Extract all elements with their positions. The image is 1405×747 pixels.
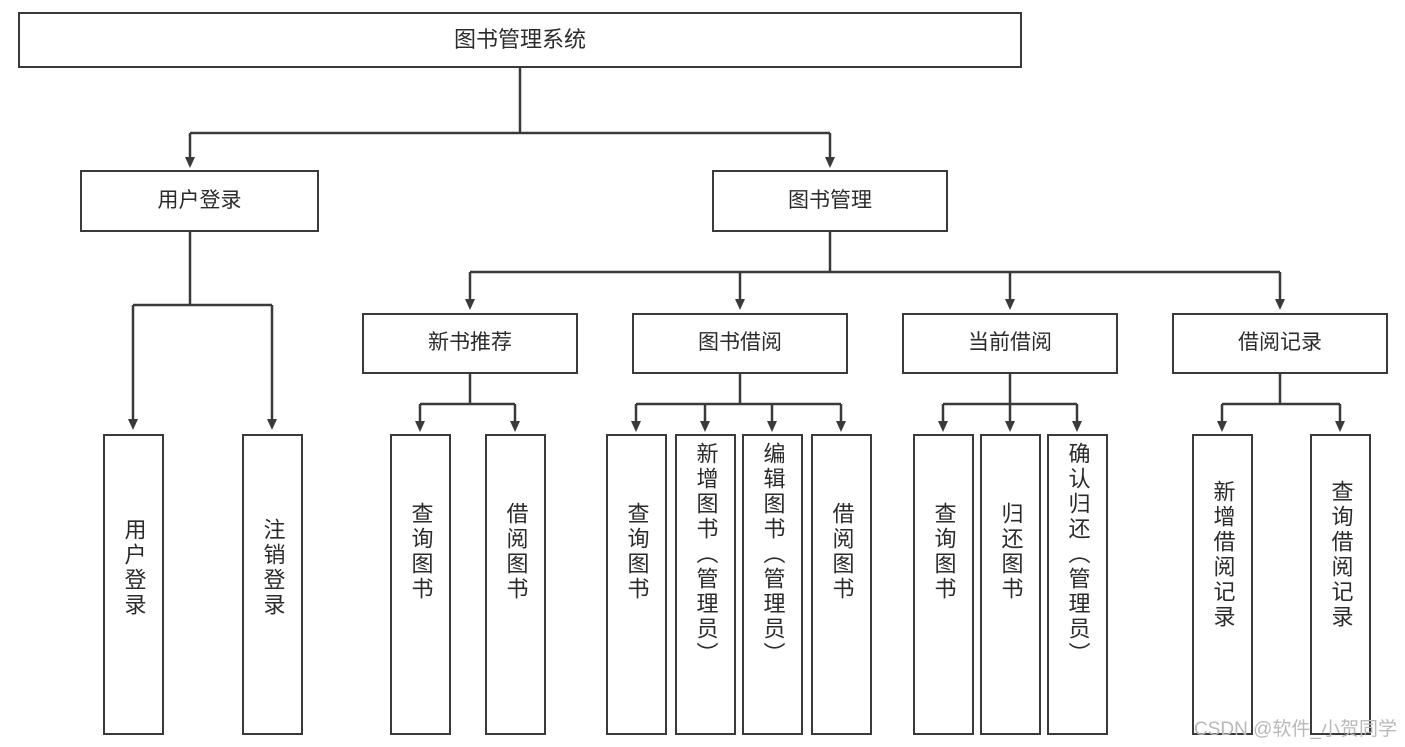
node-label: 借阅图书 [503,502,529,602]
csdn-watermark: CSDN @软件_小贺同学 [1194,719,1397,740]
node-new-book-recommend[interactable]: 新书推荐 [362,313,578,374]
node-label: 查询图书 [931,502,957,602]
node-label: 借阅图书 [829,502,855,602]
node-label: 查询图书 [624,502,650,602]
node-label: 图书管理 [788,188,872,212]
node-label: 当前借阅 [968,331,1052,355]
node-label: 新增图书（管理员） [693,442,719,667]
node-root-book-management-system[interactable]: 图书管理系统 [18,12,1022,68]
node-label: 借阅记录 [1238,331,1322,355]
node-current-borrow[interactable]: 当前借阅 [902,313,1118,374]
node-label: 查询图书 [408,502,434,602]
leaf-cb-query-book[interactable]: 查询图书 [913,434,974,735]
node-label: 图书借阅 [698,331,782,355]
node-label: 查询借阅记录 [1328,480,1354,630]
leaf-cb-confirm-return-admin[interactable]: 确认归还（管理员） [1047,434,1108,735]
node-label: 注销登录 [260,518,286,618]
leaf-logout[interactable]: 注销登录 [242,434,303,735]
node-book-borrow[interactable]: 图书借阅 [632,313,848,374]
node-book-management[interactable]: 图书管理 [712,170,948,232]
node-label: 确认归还（管理员） [1065,442,1091,667]
node-label: 图书管理系统 [453,27,586,53]
leaf-br-add-record[interactable]: 新增借阅记录 [1192,434,1253,735]
node-label: 用户登录 [121,518,147,618]
node-label: 新增借阅记录 [1210,480,1236,630]
leaf-bb-query-book[interactable]: 查询图书 [606,434,667,735]
node-borrow-record[interactable]: 借阅记录 [1172,313,1388,374]
leaf-cb-return-book[interactable]: 归还图书 [980,434,1041,735]
node-user-login[interactable]: 用户登录 [80,170,319,232]
node-label: 用户登录 [157,188,242,212]
node-label: 新书推荐 [428,331,512,355]
node-label: 编辑图书（管理员） [760,442,786,667]
leaf-bb-borrow-book[interactable]: 借阅图书 [811,434,872,735]
leaf-br-query-record[interactable]: 查询借阅记录 [1310,434,1371,735]
node-label: 归还图书 [998,502,1024,602]
leaf-user-login[interactable]: 用户登录 [103,434,164,735]
leaf-bb-edit-book-admin[interactable]: 编辑图书（管理员） [742,434,803,735]
leaf-nb-borrow-book[interactable]: 借阅图书 [485,434,546,735]
leaf-bb-add-book-admin[interactable]: 新增图书（管理员） [675,434,736,735]
leaf-nb-query-book[interactable]: 查询图书 [390,434,451,735]
